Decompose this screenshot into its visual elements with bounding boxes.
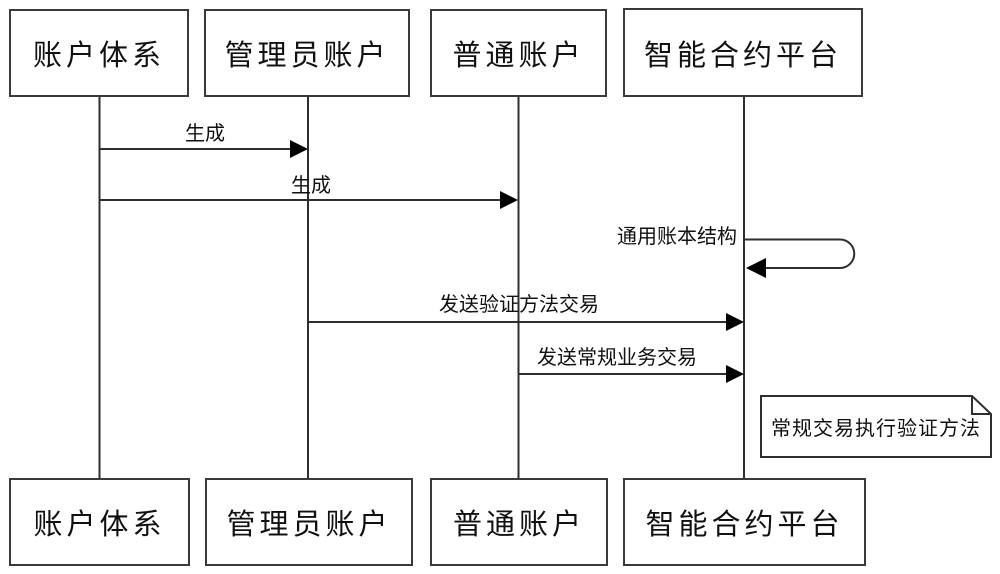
actor-label: 普通账户 [452,509,585,541]
note-shape [760,395,992,458]
message-label-send-regular-tx: 发送常规业务交易 [537,347,697,369]
actor-label: 账户体系 [33,509,166,541]
actor-label: 普通账户 [452,40,585,72]
self-message-loop-ledger-structure [744,238,856,278]
message-arrow-generate-normal [100,191,518,209]
actor-box-admin-account-top: 管理员账户 [204,9,410,97]
arrowhead-icon [746,258,766,278]
actor-box-smart-contract-platform-top: 智能合约平台 [623,8,863,97]
actor-box-account-system-bottom: 账户体系 [9,478,190,566]
arrowhead-icon [290,140,308,158]
actor-label: 管理员账户 [226,509,392,541]
actor-label: 管理员账户 [224,40,390,72]
message-label-generate-admin: 生成 [185,123,225,145]
message-label-generate-normal: 生成 [291,175,331,197]
note-text: 常规交易执行验证方法 [771,418,981,440]
message-arrow-send-regular-tx [518,365,744,383]
note-fold-icon [971,396,991,415]
actor-box-account-system-top: 账户体系 [9,9,189,97]
arrowhead-icon [500,191,518,209]
actor-label: 账户体系 [32,40,165,72]
actor-box-normal-account-bottom: 普通账户 [430,478,608,566]
arrowhead-icon [726,313,744,331]
actor-box-admin-account-bottom: 管理员账户 [205,478,413,566]
actor-label: 智能合约平台 [643,39,842,72]
arrowhead-icon [726,365,744,383]
message-arrow-generate-admin [100,140,308,158]
message-arrow-send-verification-tx [308,313,744,331]
actor-label: 智能合约平台 [645,509,844,541]
actor-box-smart-contract-platform-bottom: 智能合约平台 [623,478,866,566]
actor-box-normal-account-top: 普通账户 [430,9,607,97]
message-label-send-verification-tx: 发送验证方法交易 [439,294,599,316]
message-label-ledger-structure: 通用账本结构 [617,226,737,248]
